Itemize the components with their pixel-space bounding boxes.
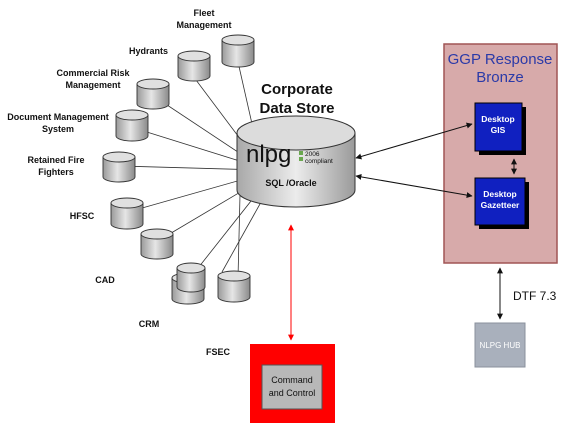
nlpg-logo: nlpg 2006 compliant xyxy=(246,141,333,168)
label-hydrants: Hydrants xyxy=(129,46,168,56)
ggp-title-line2: Bronze xyxy=(476,69,524,86)
system-labels: Fleet Management Hydrants Commercial Ris… xyxy=(7,8,231,357)
nlpg-hub-label: NLPG HUB xyxy=(480,341,521,350)
ggp-panel: GGP Response Bronze Desktop GIS Desktop … xyxy=(443,43,558,264)
db-mid-icon xyxy=(176,262,206,293)
label-retained-fire-2: Fighters xyxy=(38,167,74,177)
ggp-title-line1: GGP Response xyxy=(448,51,553,68)
label-commercial-risk-1: Commercial Risk xyxy=(56,68,130,78)
db-commercial-risk-icon xyxy=(136,78,170,110)
db-hydrants-icon xyxy=(177,50,211,82)
desktop-gazetteer-box: Desktop Gazetteer xyxy=(474,177,529,229)
store-title-line2: Data Store xyxy=(259,100,334,117)
dtf-label: DTF 7.3 xyxy=(513,289,557,303)
db-hfsc-icon xyxy=(110,197,144,230)
nlpg-logo-sub: compliant xyxy=(305,158,333,165)
db-cad-icon xyxy=(140,228,174,260)
label-fleet-1: Fleet xyxy=(193,8,214,18)
desktop-gis-box: Desktop GIS xyxy=(474,102,526,155)
connector-vertical xyxy=(237,194,241,279)
db-document-management-icon xyxy=(115,109,149,142)
command-control-line1: Command xyxy=(271,375,313,385)
nlpg-logo-year: 2006 xyxy=(305,151,320,158)
store-label: SQL /Oracle xyxy=(265,178,316,188)
db-retained-fire-icon xyxy=(102,151,136,183)
nlpg-logo-text: nlpg xyxy=(246,141,291,168)
store-to-gis-arrow xyxy=(355,122,473,160)
command-control-line2: and Control xyxy=(269,388,316,398)
db-fsec-icon xyxy=(217,270,251,303)
label-commercial-risk-2: Management xyxy=(65,80,120,90)
desktop-gazetteer-line1: Desktop xyxy=(483,189,517,199)
label-crm: CRM xyxy=(139,319,160,329)
nlpg-hub-box: NLPG HUB xyxy=(474,322,526,368)
corporate-data-store: Corporate Data Store nlpg 2006 compliant… xyxy=(236,81,356,208)
command-control-box: Command and Control xyxy=(250,344,335,423)
label-fleet-2: Management xyxy=(176,20,231,30)
label-document-management-1: Document Management xyxy=(7,112,109,122)
store-title-line1: Corporate xyxy=(261,81,333,98)
desktop-gis-line1: Desktop xyxy=(481,114,515,124)
label-hfsc: HFSC xyxy=(70,211,95,221)
big-database-icon xyxy=(236,115,356,208)
store-to-gazetteer-arrow xyxy=(355,173,473,199)
db-fleet-icon xyxy=(221,34,255,68)
label-document-management-2: System xyxy=(42,124,74,134)
label-fsec: FSEC xyxy=(206,347,231,357)
satellite-databases xyxy=(102,34,255,305)
desktop-gis-line2: GIS xyxy=(491,125,506,135)
label-retained-fire-1: Retained Fire xyxy=(27,155,84,165)
desktop-gazetteer-line2: Gazetteer xyxy=(481,200,520,210)
label-cad: CAD xyxy=(95,275,115,285)
